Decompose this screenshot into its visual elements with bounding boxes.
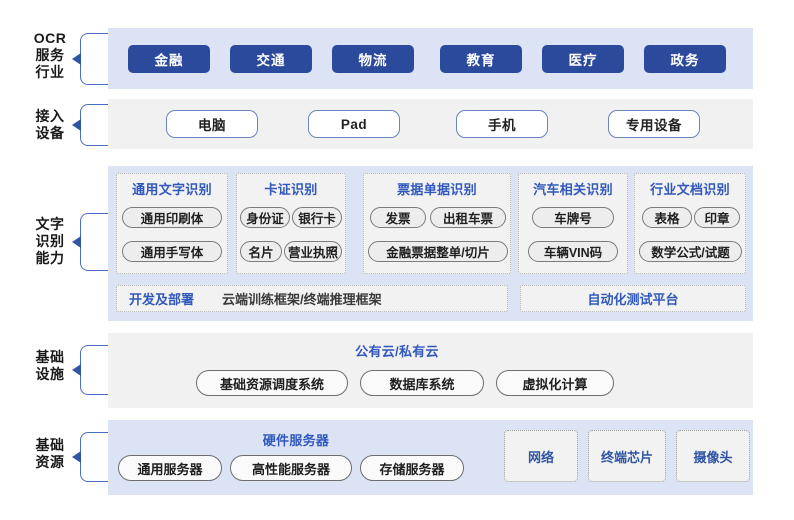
- infra-item-database[interactable]: 数据库系统: [360, 370, 484, 396]
- device-chip-phone[interactable]: 手机: [456, 110, 548, 138]
- bracket-access-devices: [80, 104, 108, 146]
- capability-item-taxiticket[interactable]: 出租车票: [430, 207, 506, 228]
- capability-item-bankcard[interactable]: 银行卡: [292, 207, 342, 228]
- row-label-base-resources: 基础 资源: [18, 437, 82, 471]
- capability-item-plate[interactable]: 车牌号: [532, 207, 614, 228]
- row-label-line: 设备: [35, 125, 65, 142]
- row-label-line: 识别: [35, 233, 65, 250]
- industry-chip-education[interactable]: 教育: [440, 45, 522, 73]
- infra-item-virtual[interactable]: 虚拟化计算: [496, 370, 614, 396]
- capability-item-license[interactable]: 营业执照: [284, 241, 342, 262]
- resource-box-chip[interactable]: 终端芯片: [588, 430, 666, 482]
- industry-chip-transport[interactable]: 交通: [230, 45, 312, 73]
- row-label-text-recognition: 文字 识别 能力: [18, 216, 82, 267]
- bracket-text-recognition: [80, 213, 108, 271]
- row-label-line: 接入: [35, 108, 65, 124]
- test-platform-label: 自动化测试平台: [587, 292, 679, 307]
- row-label-infrastructure: 基础 设施: [18, 349, 82, 383]
- capability-item-idcard[interactable]: 身份证: [240, 207, 290, 228]
- hardware-server-title: 硬件服务器: [262, 433, 330, 448]
- capability-card-title: 汽车相关识别: [533, 182, 613, 197]
- capability-card-title: 票据单据识别: [397, 182, 477, 197]
- row-label-line: 服务: [35, 47, 65, 64]
- capability-card-title: 通用文字识别: [132, 182, 212, 197]
- row-label-line: 资源: [35, 454, 65, 471]
- deploy-frameworks: 云端训练框架/终端推理框架: [222, 292, 382, 307]
- row-label-line: OCR: [33, 30, 67, 46]
- industry-chip-government[interactable]: 政务: [644, 45, 726, 73]
- test-platform-strip[interactable]: 自动化测试平台: [520, 285, 746, 312]
- device-chip-pc[interactable]: 电脑: [166, 110, 258, 138]
- capability-item-seal[interactable]: 印章: [694, 207, 740, 228]
- capability-card-title: 卡证识别: [264, 182, 318, 197]
- server-item-general[interactable]: 通用服务器: [118, 455, 222, 481]
- capability-item-invoice[interactable]: 发票: [370, 207, 426, 228]
- capability-card-title: 行业文档识别: [650, 182, 730, 197]
- row-label-access-devices: 接入 设备: [18, 108, 82, 142]
- deploy-strip: 开发及部署 云端训练框架/终端推理框架: [116, 285, 508, 312]
- row-label-line: 基础: [35, 437, 65, 453]
- industry-chip-logistics[interactable]: 物流: [332, 45, 414, 73]
- row-label-ocr-service-industry: OCR 服务 行业: [18, 30, 82, 81]
- infrastructure-title: 公有云/私有云: [355, 344, 439, 359]
- row-label-line: 基础: [35, 349, 65, 365]
- infra-item-scheduler[interactable]: 基础资源调度系统: [196, 370, 348, 396]
- server-item-storage[interactable]: 存储服务器: [360, 455, 464, 481]
- bracket-infrastructure: [80, 345, 108, 395]
- device-chip-dedicated[interactable]: 专用设备: [608, 110, 700, 138]
- deploy-label: 开发及部署: [129, 292, 195, 307]
- capability-item-namecard[interactable]: 名片: [240, 241, 282, 262]
- row-label-line: 行业: [35, 64, 65, 81]
- industry-chip-finance[interactable]: 金融: [128, 45, 210, 73]
- row-label-line: 设施: [35, 366, 65, 383]
- row-label-line: 能力: [35, 250, 65, 267]
- capability-item-table[interactable]: 表格: [642, 207, 692, 228]
- server-item-highperf[interactable]: 高性能服务器: [230, 455, 352, 481]
- resource-box-camera[interactable]: 摄像头: [676, 430, 750, 482]
- capability-item-fin-doc[interactable]: 金融票据整单/切片: [368, 241, 508, 262]
- device-chip-pad[interactable]: Pad: [308, 110, 400, 138]
- capability-item-printed[interactable]: 通用印刷体: [122, 207, 222, 228]
- capability-item-math[interactable]: 数学公式/试题: [639, 241, 742, 262]
- industry-chip-medical[interactable]: 医疗: [542, 45, 624, 73]
- bracket-base-resources: [80, 432, 108, 482]
- capability-item-handwrite[interactable]: 通用手写体: [122, 241, 222, 262]
- row-label-line: 文字: [35, 216, 65, 232]
- bracket-ocr-service-industry: [80, 33, 108, 85]
- capability-item-vin[interactable]: 车辆VIN码: [528, 241, 618, 262]
- resource-box-network[interactable]: 网络: [504, 430, 578, 482]
